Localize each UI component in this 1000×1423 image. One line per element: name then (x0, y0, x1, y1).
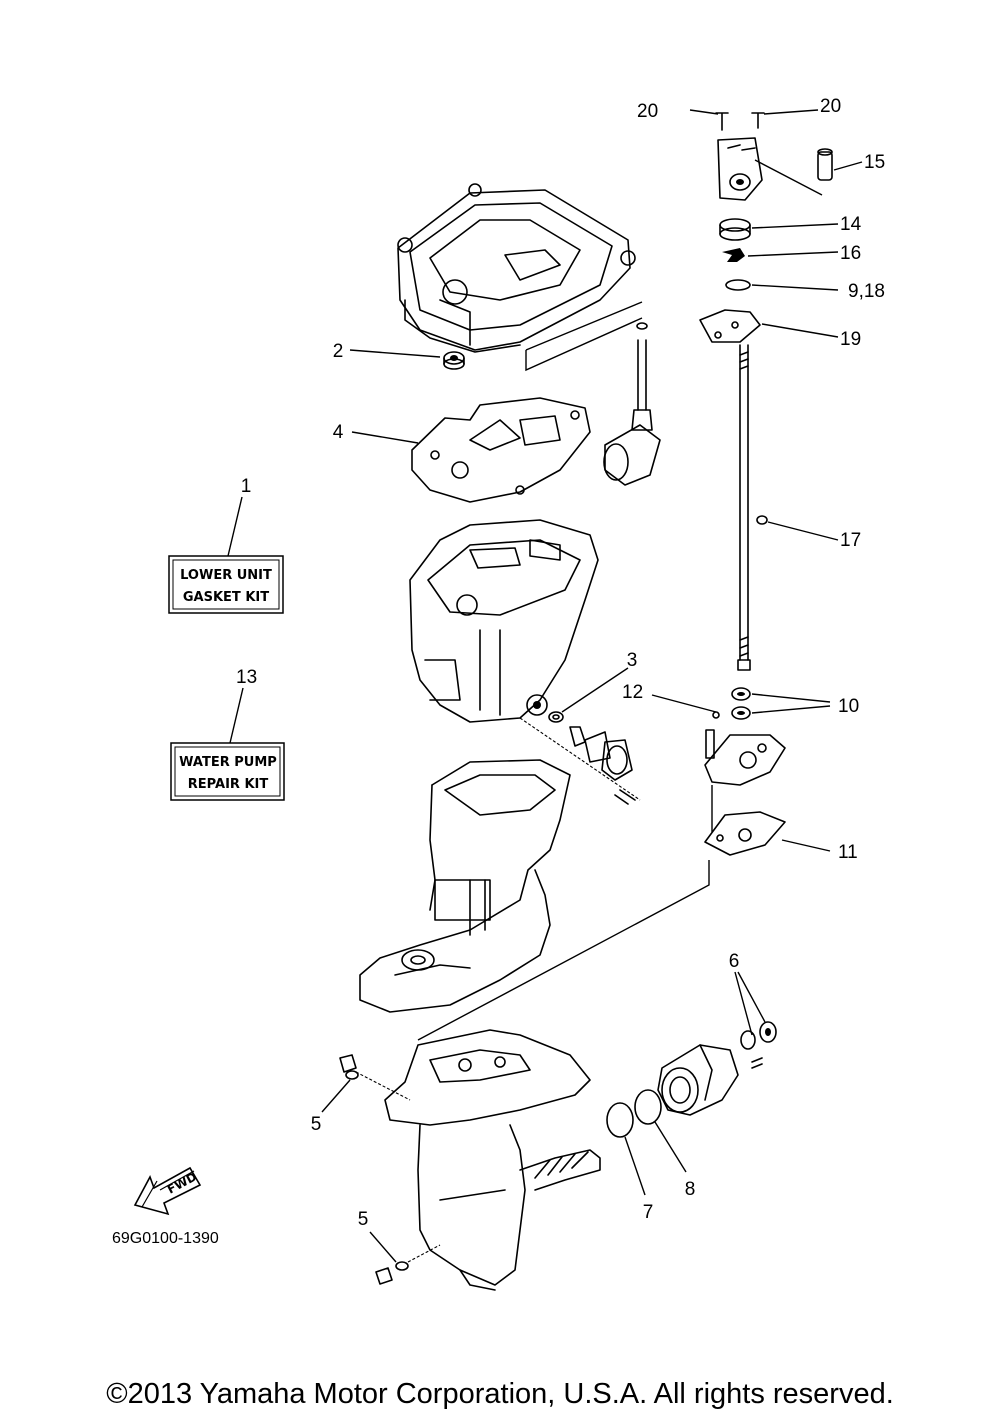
impeller-16 (722, 248, 745, 262)
bracket-line (525, 301, 643, 351)
gasket-9-18 (725, 279, 751, 291)
propeller-shaft-housing (657, 1021, 777, 1116)
water-pump-housing (717, 137, 763, 201)
callout-5-lower: 5 (358, 1209, 369, 1230)
gasket-kit-line-2: GASKET KIT (183, 590, 269, 605)
bracket-line (754, 159, 823, 196)
filter-assembly (603, 322, 661, 486)
gasket-4 (411, 397, 591, 503)
bolt-5-lower (375, 1261, 409, 1285)
water-tube-15 (817, 148, 833, 181)
callout-17: 17 (840, 530, 861, 551)
bracket-line (525, 317, 643, 372)
outer-plate-19 (699, 309, 761, 343)
assembly-line (417, 860, 710, 1041)
gasket-kit-label: LOWER UNIT GASKET KIT (168, 555, 284, 614)
callout-15: 15 (864, 152, 885, 173)
callout-16: 16 (840, 243, 861, 264)
gasket-kit-line-1: LOWER UNIT (180, 568, 272, 583)
drive-shaft-housing (359, 759, 571, 1013)
o-ring-7 (606, 1102, 634, 1138)
lower-unit-gearcase (384, 1029, 601, 1291)
callout-3: 3 (627, 650, 638, 671)
water-pump-bolts-20 (715, 112, 765, 131)
drain-valve-parts (569, 726, 636, 805)
callout-9-18: 9,18 (848, 281, 885, 302)
callout-19: 19 (840, 329, 861, 350)
callout-8: 8 (685, 1179, 696, 1200)
drive-shaft-17 (737, 344, 768, 671)
callout-13: 13 (236, 667, 257, 688)
callout-11: 11 (838, 842, 858, 863)
callout-20-right: 20 (820, 96, 841, 117)
callout-6: 6 (729, 951, 740, 972)
gasket-11 (704, 811, 786, 856)
pump-base (704, 734, 786, 786)
callout-5-upper: 5 (311, 1114, 322, 1135)
callout-4: 4 (333, 422, 344, 443)
fwd-arrow-icon: FWD (133, 1166, 202, 1216)
callout-14: 14 (840, 214, 862, 235)
callout-20-left: 20 (637, 101, 658, 122)
o-ring-8 (634, 1089, 662, 1125)
assembly-line (355, 1071, 411, 1101)
bolt-5-upper (339, 1054, 359, 1080)
insert-cartridge-14 (719, 218, 751, 241)
callout-10: 10 (838, 696, 859, 717)
callout-12: 12 (622, 682, 643, 703)
callout-7: 7 (643, 1202, 654, 1223)
callout-leaders (227, 109, 863, 1263)
upper-case (409, 519, 599, 723)
assembly-line (519, 717, 641, 801)
bearings-10 (731, 687, 751, 720)
water-pump-kit-line-1: WATER PUMP (179, 755, 277, 770)
callout-2: 2 (333, 341, 344, 362)
upper-casing-bracket (397, 183, 636, 353)
assembly-line (407, 1244, 441, 1263)
water-pump-kit-line-2: REPAIR KIT (188, 777, 269, 792)
water-pump-kit-label: WATER PUMP REPAIR KIT (170, 742, 285, 801)
diagram-code: 69G0100-1390 (112, 1230, 219, 1247)
seal-3 (548, 711, 564, 723)
callout-1: 1 (241, 476, 252, 497)
oil-seal-2 (443, 351, 465, 370)
copyright-notice: ©2013 Yamaha Motor Corporation, U.S.A. A… (106, 1378, 894, 1410)
